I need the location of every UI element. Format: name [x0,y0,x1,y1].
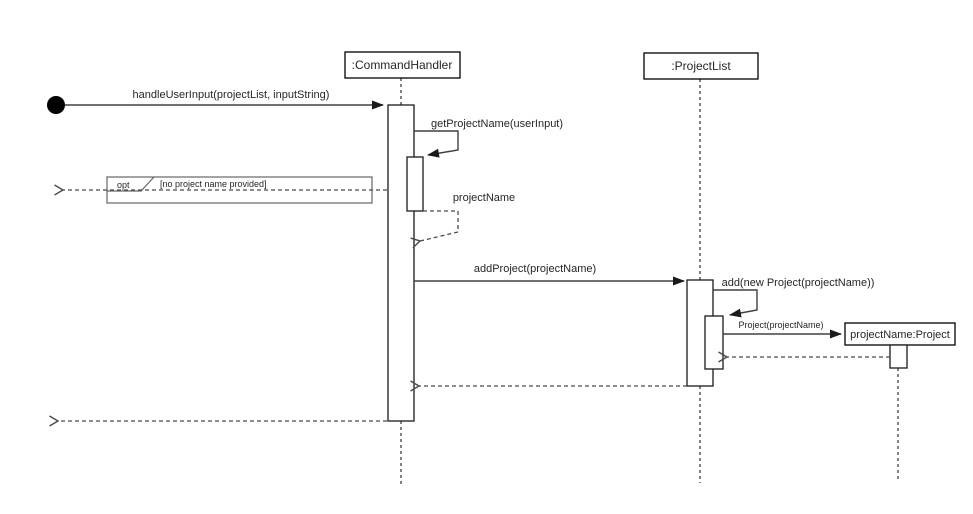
lifeline-project-list: :ProjectList [643,52,759,483]
activation-bar [387,104,415,422]
message-label-get-project-name: getProjectName(userInput) [431,118,563,130]
fragment-guard-label: [no project name provided] [160,179,267,189]
message-project-name-return: projectName [410,192,515,249]
message-label-add-new-project: add(new Project(projectName)) [722,277,875,289]
lifeline-head-box [344,51,461,79]
fragment-operator-pentagon [107,176,155,192]
message-add-new-project: add(new Project(projectName)) [704,277,875,370]
message-project-create: Project(projectName) [723,320,842,339]
message-label-project-create: Project(projectName) [738,320,823,330]
found-message-circle-icon [47,96,65,114]
message-label-handle-user-input: handleUserInput(projectList, inputString… [133,89,330,101]
lifeline-head-label: :ProjectList [671,59,731,73]
self-message-line [713,289,758,318]
lifeline-head-box [643,52,759,80]
message-label-project-name: projectName [453,192,515,204]
fragment-operator-label: opt [117,180,130,190]
lifeline-head-label: :CommandHandler [352,58,453,72]
self-message-line [414,130,459,158]
nested-activation-bar [704,315,724,370]
nested-activation-bar [406,156,424,212]
found-message-group: handleUserInput(projectList, inputString… [47,89,384,114]
activation-bar [889,344,908,369]
lifeline-head-label: projectName:Project [850,329,950,341]
message-add-project: addProject(projectName) [414,263,685,286]
message-label-add-project: addProject(projectName) [474,263,596,275]
self-return-line [410,210,459,249]
lifeline-project-object: projectName:Project [844,322,956,480]
message-get-project-name: getProjectName(userInput) [406,118,563,212]
lifeline-command-handler: :CommandHandler [344,51,461,485]
